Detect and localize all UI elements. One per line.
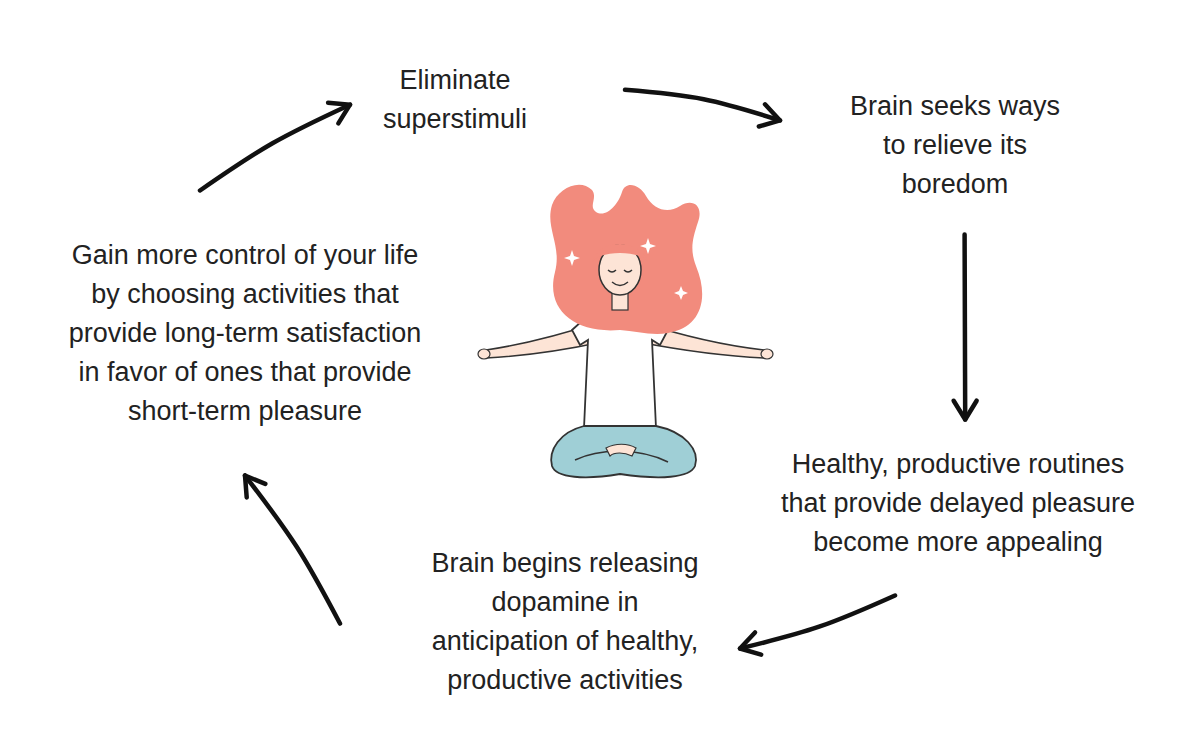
- arrow-shaft: [740, 596, 895, 649]
- arrow-head: [954, 401, 977, 420]
- cycle-arrow: [245, 476, 340, 624]
- meditating-woman-illustration: [478, 185, 773, 478]
- cycle-step: Healthy, productive routines that provid…: [778, 445, 1138, 562]
- arrow-head: [740, 632, 761, 654]
- cycle-step: Eliminate superstimuli: [355, 61, 555, 139]
- arrow-head: [245, 476, 265, 498]
- sparkles: [549, 238, 688, 320]
- step-text: Healthy, productive routines that provid…: [778, 445, 1138, 562]
- left-eye: [608, 270, 616, 272]
- step-text: Brain begins releasing dopamine in antic…: [430, 544, 700, 700]
- arrow-shaft: [625, 90, 780, 121]
- feet: [606, 444, 636, 456]
- arrow-shaft: [200, 105, 350, 191]
- arrow-shaft: [962, 235, 967, 420]
- arrow-shaft: [245, 476, 340, 624]
- hair: [550, 185, 702, 334]
- step-text: Gain more control of your life by choosi…: [65, 236, 425, 431]
- smile: [612, 282, 628, 286]
- step-text: Brain seeks ways to relieve its boredom: [835, 87, 1075, 204]
- cycle-arrow: [954, 235, 977, 420]
- cycle-step: Gain more control of your life by choosi…: [65, 236, 425, 431]
- cycle-arrow: [625, 90, 780, 127]
- cycle-arrow: [740, 596, 895, 655]
- cycle-arrow: [200, 103, 350, 191]
- arrow-head: [759, 104, 780, 126]
- step-text: Eliminate superstimuli: [355, 61, 555, 139]
- right-eye: [624, 270, 632, 272]
- fringe: [592, 244, 648, 262]
- pants: [551, 426, 696, 477]
- cycle-step: Brain seeks ways to relieve its boredom: [835, 87, 1075, 204]
- arrow-head: [328, 103, 350, 124]
- cycle-step: Brain begins releasing dopamine in antic…: [430, 544, 700, 700]
- right-hand: [761, 349, 773, 359]
- left-hand: [478, 349, 490, 359]
